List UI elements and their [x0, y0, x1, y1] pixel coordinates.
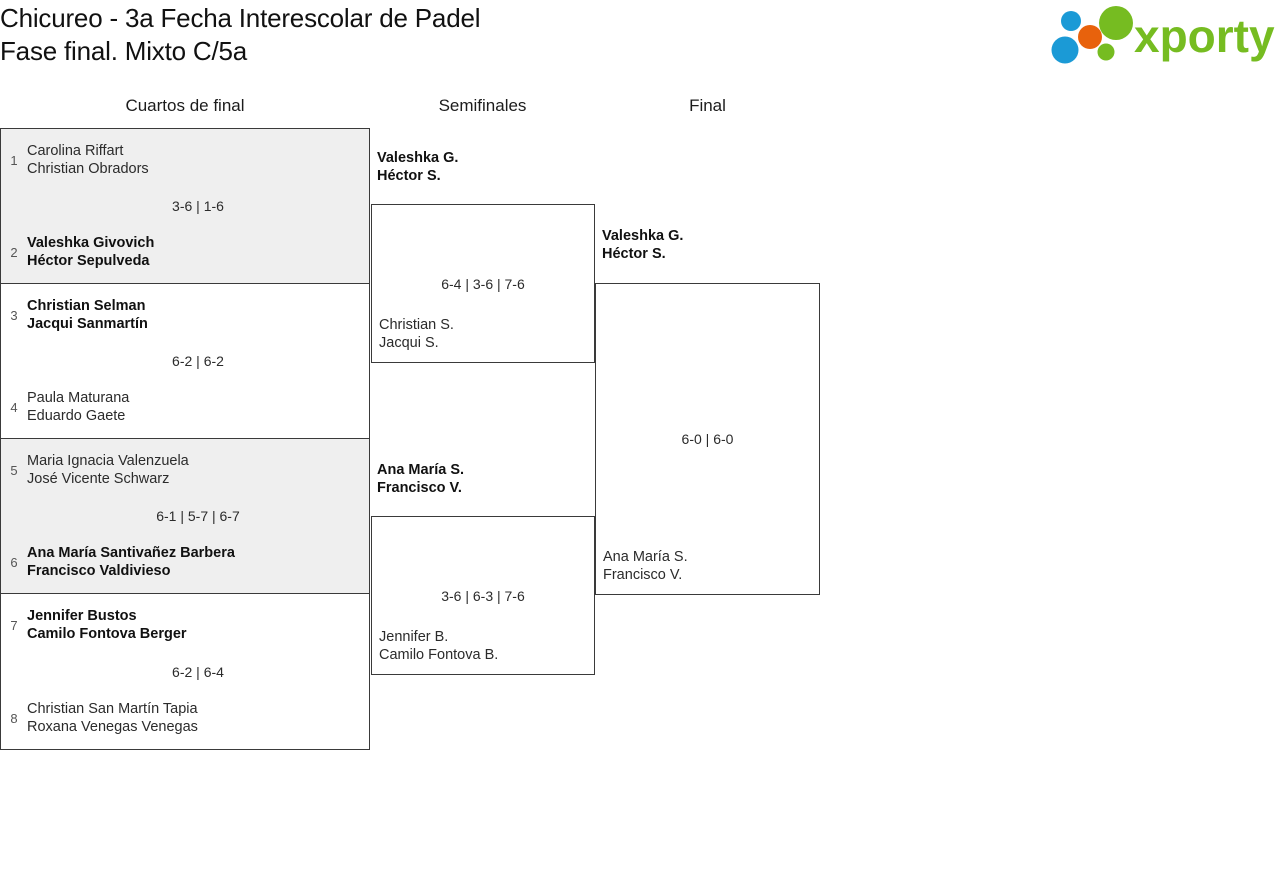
player-name: Eduardo Gaete [27, 408, 126, 424]
team-slot[interactable]: 7 Jennifer Bustos Camilo Fontova Berger [1, 602, 371, 648]
logo-circle-orange [1078, 25, 1102, 49]
player-name: Christian San Martín Tapia [27, 701, 198, 717]
round-header-semifinals: Semifinales [438, 96, 527, 115]
player-name: Héctor S. [377, 168, 441, 184]
seed-number: 1 [10, 152, 18, 168]
player-name: Ana María S. [377, 462, 465, 478]
player-name: Jacqui S. [379, 335, 439, 351]
player-name: Jennifer B. [379, 629, 449, 645]
team-players: Maria Ignacia Valenzuela José Vicente Sc… [27, 452, 371, 488]
player-name: Christian Obradors [27, 161, 149, 177]
team-players: Valeshka Givovich Héctor Sepulveda [27, 234, 371, 270]
round-header-final: Final [689, 96, 726, 115]
team-slot[interactable]: Valeshka G. Héctor S. [377, 149, 577, 185]
player-name: Francisco Valdivieso [27, 563, 171, 579]
team-players: Paula Maturana Eduardo Gaete [27, 389, 371, 425]
player-name: Camilo Fontova B. [379, 647, 499, 663]
team-slot[interactable]: Ana María S. Francisco V. [377, 461, 577, 497]
page-header: Chicureo - 3a Fecha Interescolar de Pade… [0, 0, 1280, 90]
seed-number: 6 [10, 554, 18, 570]
xporty-logo-mark: xporty [1051, 6, 1275, 64]
bracket: 1 Carolina Riffart Christian Obradors 3-… [0, 128, 1280, 768]
team-slot[interactable]: Ana María S. Francisco V. [603, 548, 813, 584]
team-players: Carolina Riffart Christian Obradors [27, 142, 371, 178]
quarterfinal-match-4[interactable]: 7 Jennifer Bustos Camilo Fontova Berger … [0, 593, 370, 750]
player-name: Héctor Sepulveda [27, 253, 150, 269]
player-name: Camilo Fontova Berger [27, 626, 187, 642]
player-name: Ana María Santivañez Barbera [27, 545, 235, 561]
seed-number: 5 [10, 462, 18, 478]
player-name: Francisco V. [377, 480, 462, 496]
seed-number: 4 [10, 399, 18, 415]
logo-wordmark: xporty [1134, 10, 1275, 62]
team-slot[interactable]: Christian S. Jacqui S. [379, 316, 589, 352]
player-name: Jennifer Bustos [27, 608, 137, 624]
player-name: Paula Maturana [27, 390, 130, 406]
page-title: Chicureo - 3a Fecha Interescolar de Pade… [0, 2, 900, 68]
team-slot[interactable]: Valeshka G. Héctor S. [602, 227, 802, 263]
player-name: Héctor S. [602, 246, 666, 262]
player-name: Carolina Riffart [27, 143, 124, 159]
player-name: Valeshka Givovich [27, 235, 155, 251]
match-score: 6-0 | 6-0 [681, 431, 734, 447]
quarterfinal-match-2[interactable]: 3 Christian Selman Jacqui Sanmartín 6-2 … [0, 283, 370, 439]
seed-number: 3 [10, 307, 18, 323]
semifinal-match-1[interactable]: 6-4 | 3-6 | 7-6 Christian S. Jacqui S. [371, 204, 595, 363]
player-name: Roxana Venegas Venegas [27, 719, 198, 735]
player-name: Valeshka G. [377, 150, 459, 166]
match-score: 6-2 | 6-2 [172, 353, 224, 369]
player-name: Ana María S. [603, 549, 688, 565]
team-players: Jennifer Bustos Camilo Fontova Berger [27, 607, 371, 643]
logo-circle-green-small [1097, 43, 1115, 61]
player-name: Maria Ignacia Valenzuela [27, 453, 189, 469]
player-name: Christian Selman [27, 298, 146, 314]
team-players: Christian Selman Jacqui Sanmartín [27, 297, 371, 333]
player-name: Christian S. [379, 317, 454, 333]
team-slot[interactable]: 6 Ana María Santivañez Barbera Francisco… [1, 539, 371, 585]
team-slot[interactable]: 4 Paula Maturana Eduardo Gaete [1, 384, 371, 430]
team-slot[interactable]: 3 Christian Selman Jacqui Sanmartín [1, 292, 371, 338]
semifinal-match-2[interactable]: 3-6 | 6-3 | 7-6 Jennifer B. Camilo Fonto… [371, 516, 595, 675]
xporty-logo[interactable]: xporty [1050, 5, 1276, 67]
team-slot[interactable]: 2 Valeshka Givovich Héctor Sepulveda [1, 229, 371, 275]
seed-number: 8 [10, 710, 18, 726]
seed-number: 7 [10, 617, 18, 633]
logo-circle-green-large [1099, 6, 1133, 40]
quarterfinal-match-1[interactable]: 1 Carolina Riffart Christian Obradors 3-… [0, 128, 370, 284]
round-header-quarterfinals: Cuartos de final [125, 96, 245, 115]
title-line-2: Fase final. Mixto C/5a [0, 36, 248, 66]
player-name: Valeshka G. [602, 228, 684, 244]
player-name: Jacqui Sanmartín [27, 316, 148, 332]
title-line-1: Chicureo - 3a Fecha Interescolar de Pade… [0, 3, 481, 33]
quarterfinal-match-3[interactable]: 5 Maria Ignacia Valenzuela José Vicente … [0, 438, 370, 594]
final-match[interactable]: 6-0 | 6-0 Ana María S. Francisco V. [595, 283, 820, 595]
match-score: 3-6 | 6-3 | 7-6 [441, 587, 525, 604]
match-score: 6-2 | 6-4 [172, 663, 224, 680]
seed-number: 2 [10, 244, 18, 260]
match-score: 6-1 | 5-7 | 6-7 [156, 508, 240, 524]
match-score: 6-4 | 3-6 | 7-6 [441, 275, 525, 292]
team-slot[interactable]: 5 Maria Ignacia Valenzuela José Vicente … [1, 447, 371, 493]
player-name: Francisco V. [603, 567, 683, 583]
logo-circle-blue-top [1061, 11, 1081, 31]
team-slot[interactable]: Jennifer B. Camilo Fontova B. [379, 628, 589, 664]
team-players: Christian San Martín Tapia Roxana Venega… [27, 700, 371, 736]
team-slot[interactable]: 8 Christian San Martín Tapia Roxana Vene… [1, 695, 371, 741]
team-slot[interactable]: 1 Carolina Riffart Christian Obradors [1, 137, 371, 183]
logo-circle-blue-bottom [1051, 36, 1079, 64]
match-score: 3-6 | 1-6 [172, 198, 224, 214]
player-name: José Vicente Schwarz [27, 471, 170, 487]
team-players: Ana María Santivañez Barbera Francisco V… [27, 544, 371, 580]
